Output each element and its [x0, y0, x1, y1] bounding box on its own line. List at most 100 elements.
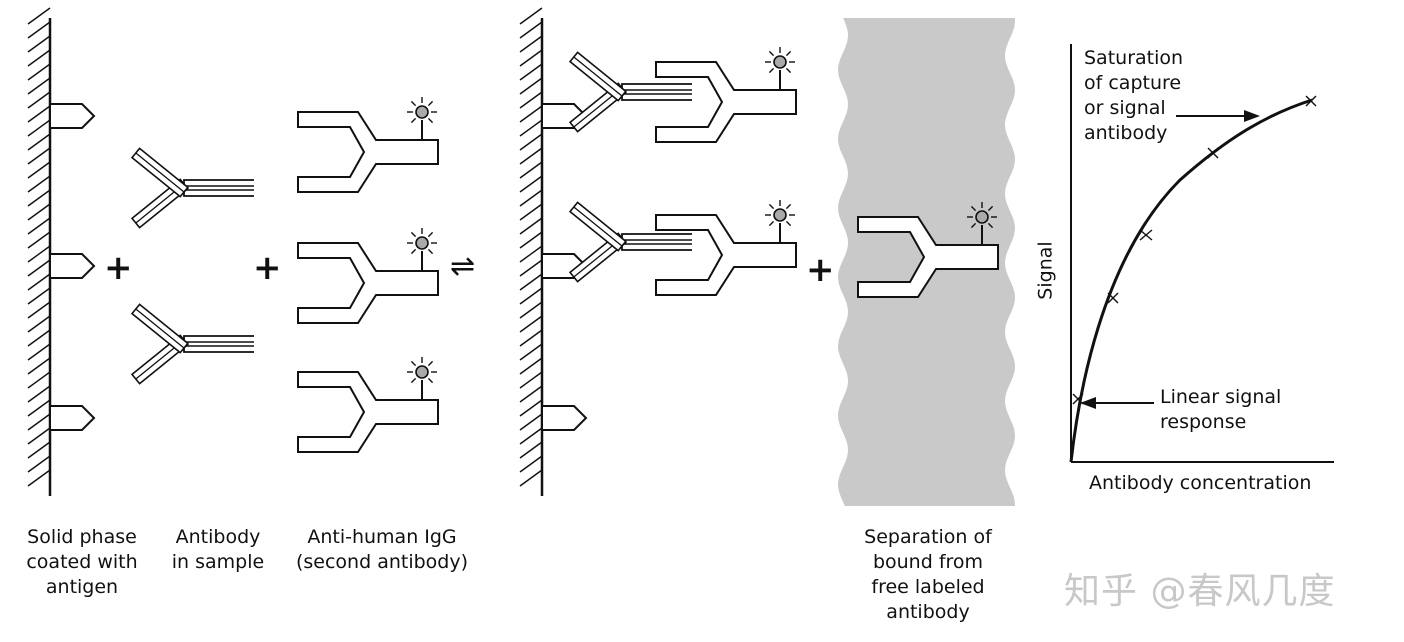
hatch-line	[27, 189, 51, 207]
hatch-line	[27, 441, 51, 459]
hatch-line	[27, 77, 51, 95]
hatch-line	[27, 287, 51, 305]
hatch-line	[27, 259, 51, 277]
hatch-line	[27, 385, 51, 403]
equilibrium-arrows: ⇌	[450, 249, 476, 284]
hatch-line	[27, 343, 51, 361]
hatch-line	[519, 133, 543, 151]
saturation-graph	[1069, 44, 1334, 463]
hatch-line	[519, 35, 543, 53]
plus-sign: +	[104, 248, 133, 288]
caption-line: bound from	[872, 551, 984, 573]
caption-antibody-sample: Antibody in sample	[158, 525, 278, 575]
hatch-line	[27, 35, 51, 53]
annotation-line: or signal	[1084, 97, 1166, 119]
caption-line: antigen	[45, 576, 119, 598]
hatch-line	[27, 175, 51, 193]
hatch-line	[27, 245, 51, 263]
hatch-line	[519, 91, 543, 109]
annotation-line: antibody	[1084, 122, 1168, 144]
hatch-line	[27, 357, 51, 375]
caption-line: coated with	[26, 551, 138, 573]
caption-line: free labeled	[871, 576, 985, 598]
hatch-line	[519, 119, 543, 137]
labeled-anti-igg	[298, 228, 438, 323]
hatch-line	[27, 91, 51, 109]
antigen-tag	[49, 103, 95, 129]
bound-labeled-anti-igg	[656, 200, 796, 295]
annotation-line: response	[1160, 411, 1247, 433]
hatch-line	[519, 175, 543, 193]
hatch-line	[27, 329, 51, 347]
hatch-line	[27, 119, 51, 137]
caption-line: antibody	[886, 601, 970, 623]
hatch-line	[27, 161, 51, 179]
hatch-line	[519, 287, 543, 305]
antigen-tag	[541, 405, 587, 431]
graph-annotation-linear: Linear signal response	[1160, 385, 1281, 435]
hatch-line	[519, 147, 543, 165]
caption-separation: Separation of bound from free labeled an…	[846, 525, 1010, 625]
hatch-line	[519, 273, 543, 291]
hatch-line	[519, 21, 543, 39]
hatch-line	[519, 371, 543, 389]
hatch-line	[519, 301, 543, 319]
annotation-line: Linear signal	[1160, 386, 1282, 408]
hatch-line	[519, 217, 543, 235]
hatch-line	[519, 413, 543, 431]
sample-antibody	[131, 303, 255, 385]
hatch-line	[519, 245, 543, 263]
hatch-line	[519, 399, 543, 417]
annotation-line: of capture	[1084, 72, 1182, 94]
hatch-line	[519, 357, 543, 375]
antigen-tag	[49, 253, 95, 279]
graph-annotation-saturation: Saturation of capture or signal antibody	[1084, 46, 1183, 146]
hatch-line	[519, 441, 543, 459]
annotation-line: Saturation	[1084, 47, 1184, 69]
hatch-line	[27, 21, 51, 39]
hatch-line	[519, 161, 543, 179]
hatch-line	[519, 105, 543, 123]
hatch-line	[27, 203, 51, 221]
caption-line: Separation of	[864, 526, 992, 548]
hatch-line	[27, 315, 51, 333]
caption-line: Antibody	[175, 526, 261, 548]
caption-line: in sample	[171, 551, 265, 573]
solid-phase-wall-2	[519, 7, 544, 496]
hatch-line	[27, 371, 51, 389]
hatch-line	[27, 49, 51, 67]
hatch-line	[519, 343, 543, 361]
hatch-line	[27, 399, 51, 417]
hatch-line	[27, 469, 51, 487]
hatch-line	[27, 413, 51, 431]
hatch-line	[519, 203, 543, 221]
hatch-line	[27, 217, 51, 235]
hatch-line	[519, 329, 543, 347]
hatch-line	[519, 231, 543, 249]
hatch-line	[519, 385, 543, 403]
caption-line: Anti-human IgG	[307, 526, 457, 548]
hatch-line	[519, 315, 543, 333]
graph-xlabel: Antibody concentration	[1089, 472, 1312, 494]
labeled-anti-igg	[298, 357, 438, 452]
caption-line: Solid phase	[27, 526, 137, 548]
hatch-line	[519, 455, 543, 473]
labeled-anti-igg	[298, 97, 438, 192]
antigen-tag	[49, 405, 95, 431]
graph-ylabel: Signal	[1034, 241, 1057, 300]
hatch-line	[27, 63, 51, 81]
watermark: 知乎 @春风几度	[1064, 571, 1336, 612]
hatch-line	[519, 427, 543, 445]
plus-sign: +	[806, 250, 835, 290]
hatch-line	[27, 133, 51, 151]
caption-line: (second antibody)	[295, 551, 469, 573]
hatch-line	[27, 273, 51, 291]
plus-sign: +	[253, 248, 282, 288]
hatch-line	[519, 7, 543, 25]
hatch-line	[519, 259, 543, 277]
caption-anti-igg: Anti-human IgG (second antibody)	[282, 525, 482, 575]
hatch-line	[27, 427, 51, 445]
hatch-line	[519, 77, 543, 95]
